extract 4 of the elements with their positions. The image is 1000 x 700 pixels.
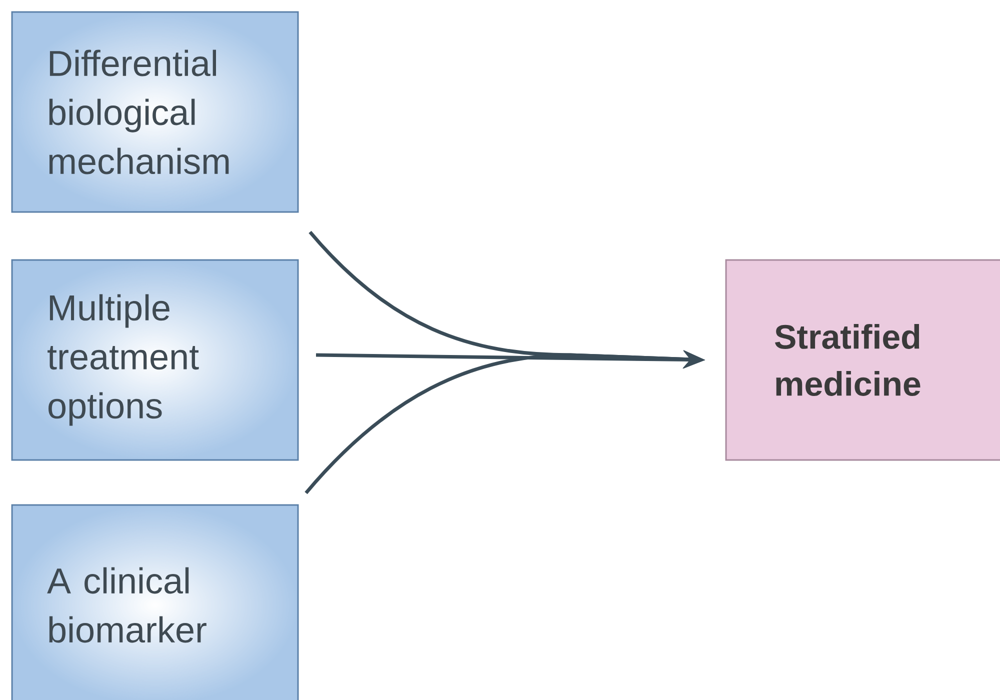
input-box: Differential biological mechanism xyxy=(11,11,299,213)
outcome-box: Stratified medicine xyxy=(725,259,1000,461)
input-box: Multiple treatment options xyxy=(11,259,299,461)
input-box: A clinical biomarker xyxy=(11,504,299,700)
